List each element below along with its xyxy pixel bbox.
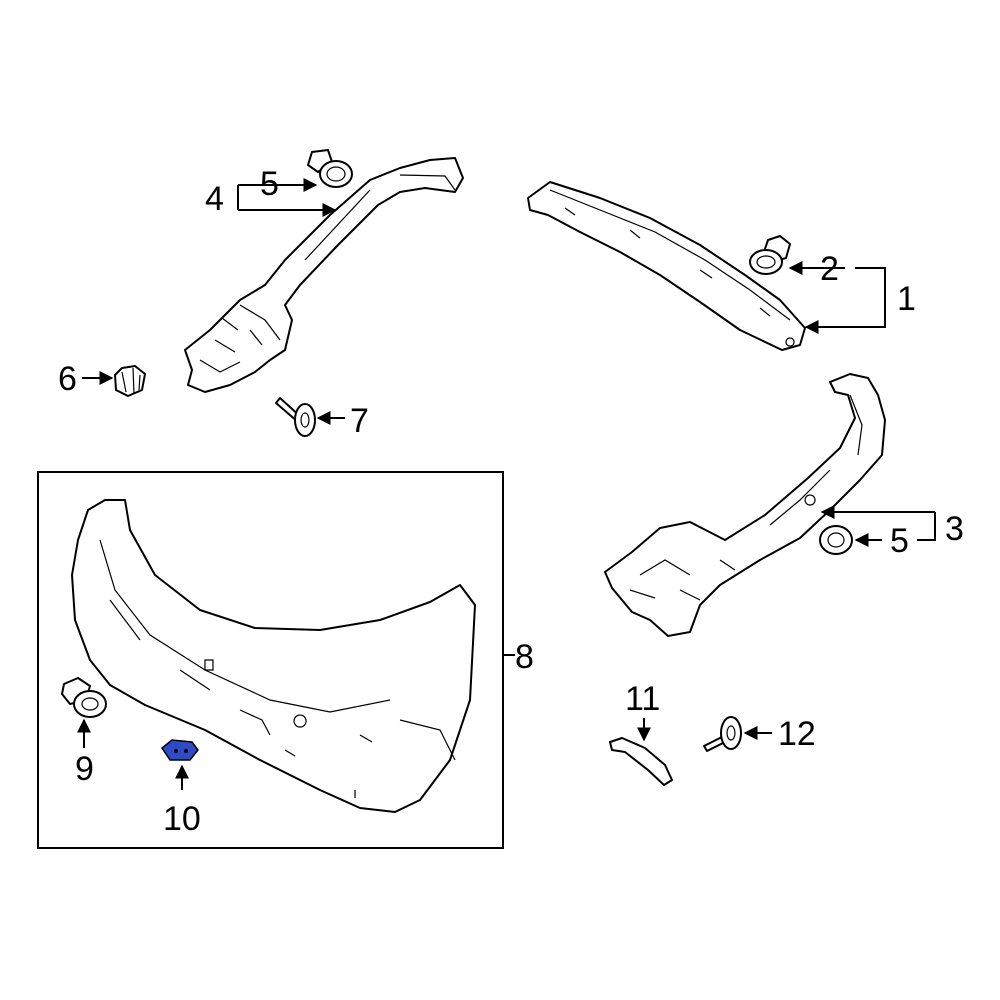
- callout-12: 12: [778, 715, 816, 753]
- callout-3: 3: [945, 510, 964, 548]
- part-11-strip[interactable]: [609, 737, 673, 786]
- part-12-screw[interactable]: [703, 716, 742, 752]
- part-7-screw[interactable]: [275, 397, 316, 437]
- callout-9: 9: [75, 750, 94, 788]
- callout-1: 1: [897, 280, 916, 318]
- part-6-push-nut[interactable]: [114, 365, 146, 397]
- part-1-upper-trim-panel[interactable]: [527, 181, 806, 351]
- part-9-clip[interactable]: [61, 677, 107, 718]
- part-8-group-frame: [37, 471, 504, 849]
- part-5-spacer-right[interactable]: [819, 525, 853, 555]
- callout-5-right: 5: [890, 522, 909, 560]
- part-5-clip-top[interactable]: [307, 149, 353, 188]
- part-10-pad-highlighted[interactable]: [160, 739, 199, 761]
- part-8-liftgate-trim-panel[interactable]: [71, 499, 476, 813]
- callout-7: 7: [350, 402, 369, 440]
- callout-4: 4: [205, 180, 224, 218]
- leader-lines: [77, 178, 936, 790]
- callout-10: 10: [163, 800, 201, 838]
- part-2-clip[interactable]: [749, 235, 791, 275]
- callout-2: 2: [820, 250, 839, 288]
- part-3-right-pillar-trim[interactable]: [604, 373, 886, 637]
- callout-11: 11: [625, 680, 660, 718]
- callout-5-top: 5: [260, 165, 279, 203]
- part-4-left-pillar-trim[interactable]: [184, 157, 464, 393]
- callout-6: 6: [58, 360, 77, 398]
- callout-8: 8: [515, 638, 534, 676]
